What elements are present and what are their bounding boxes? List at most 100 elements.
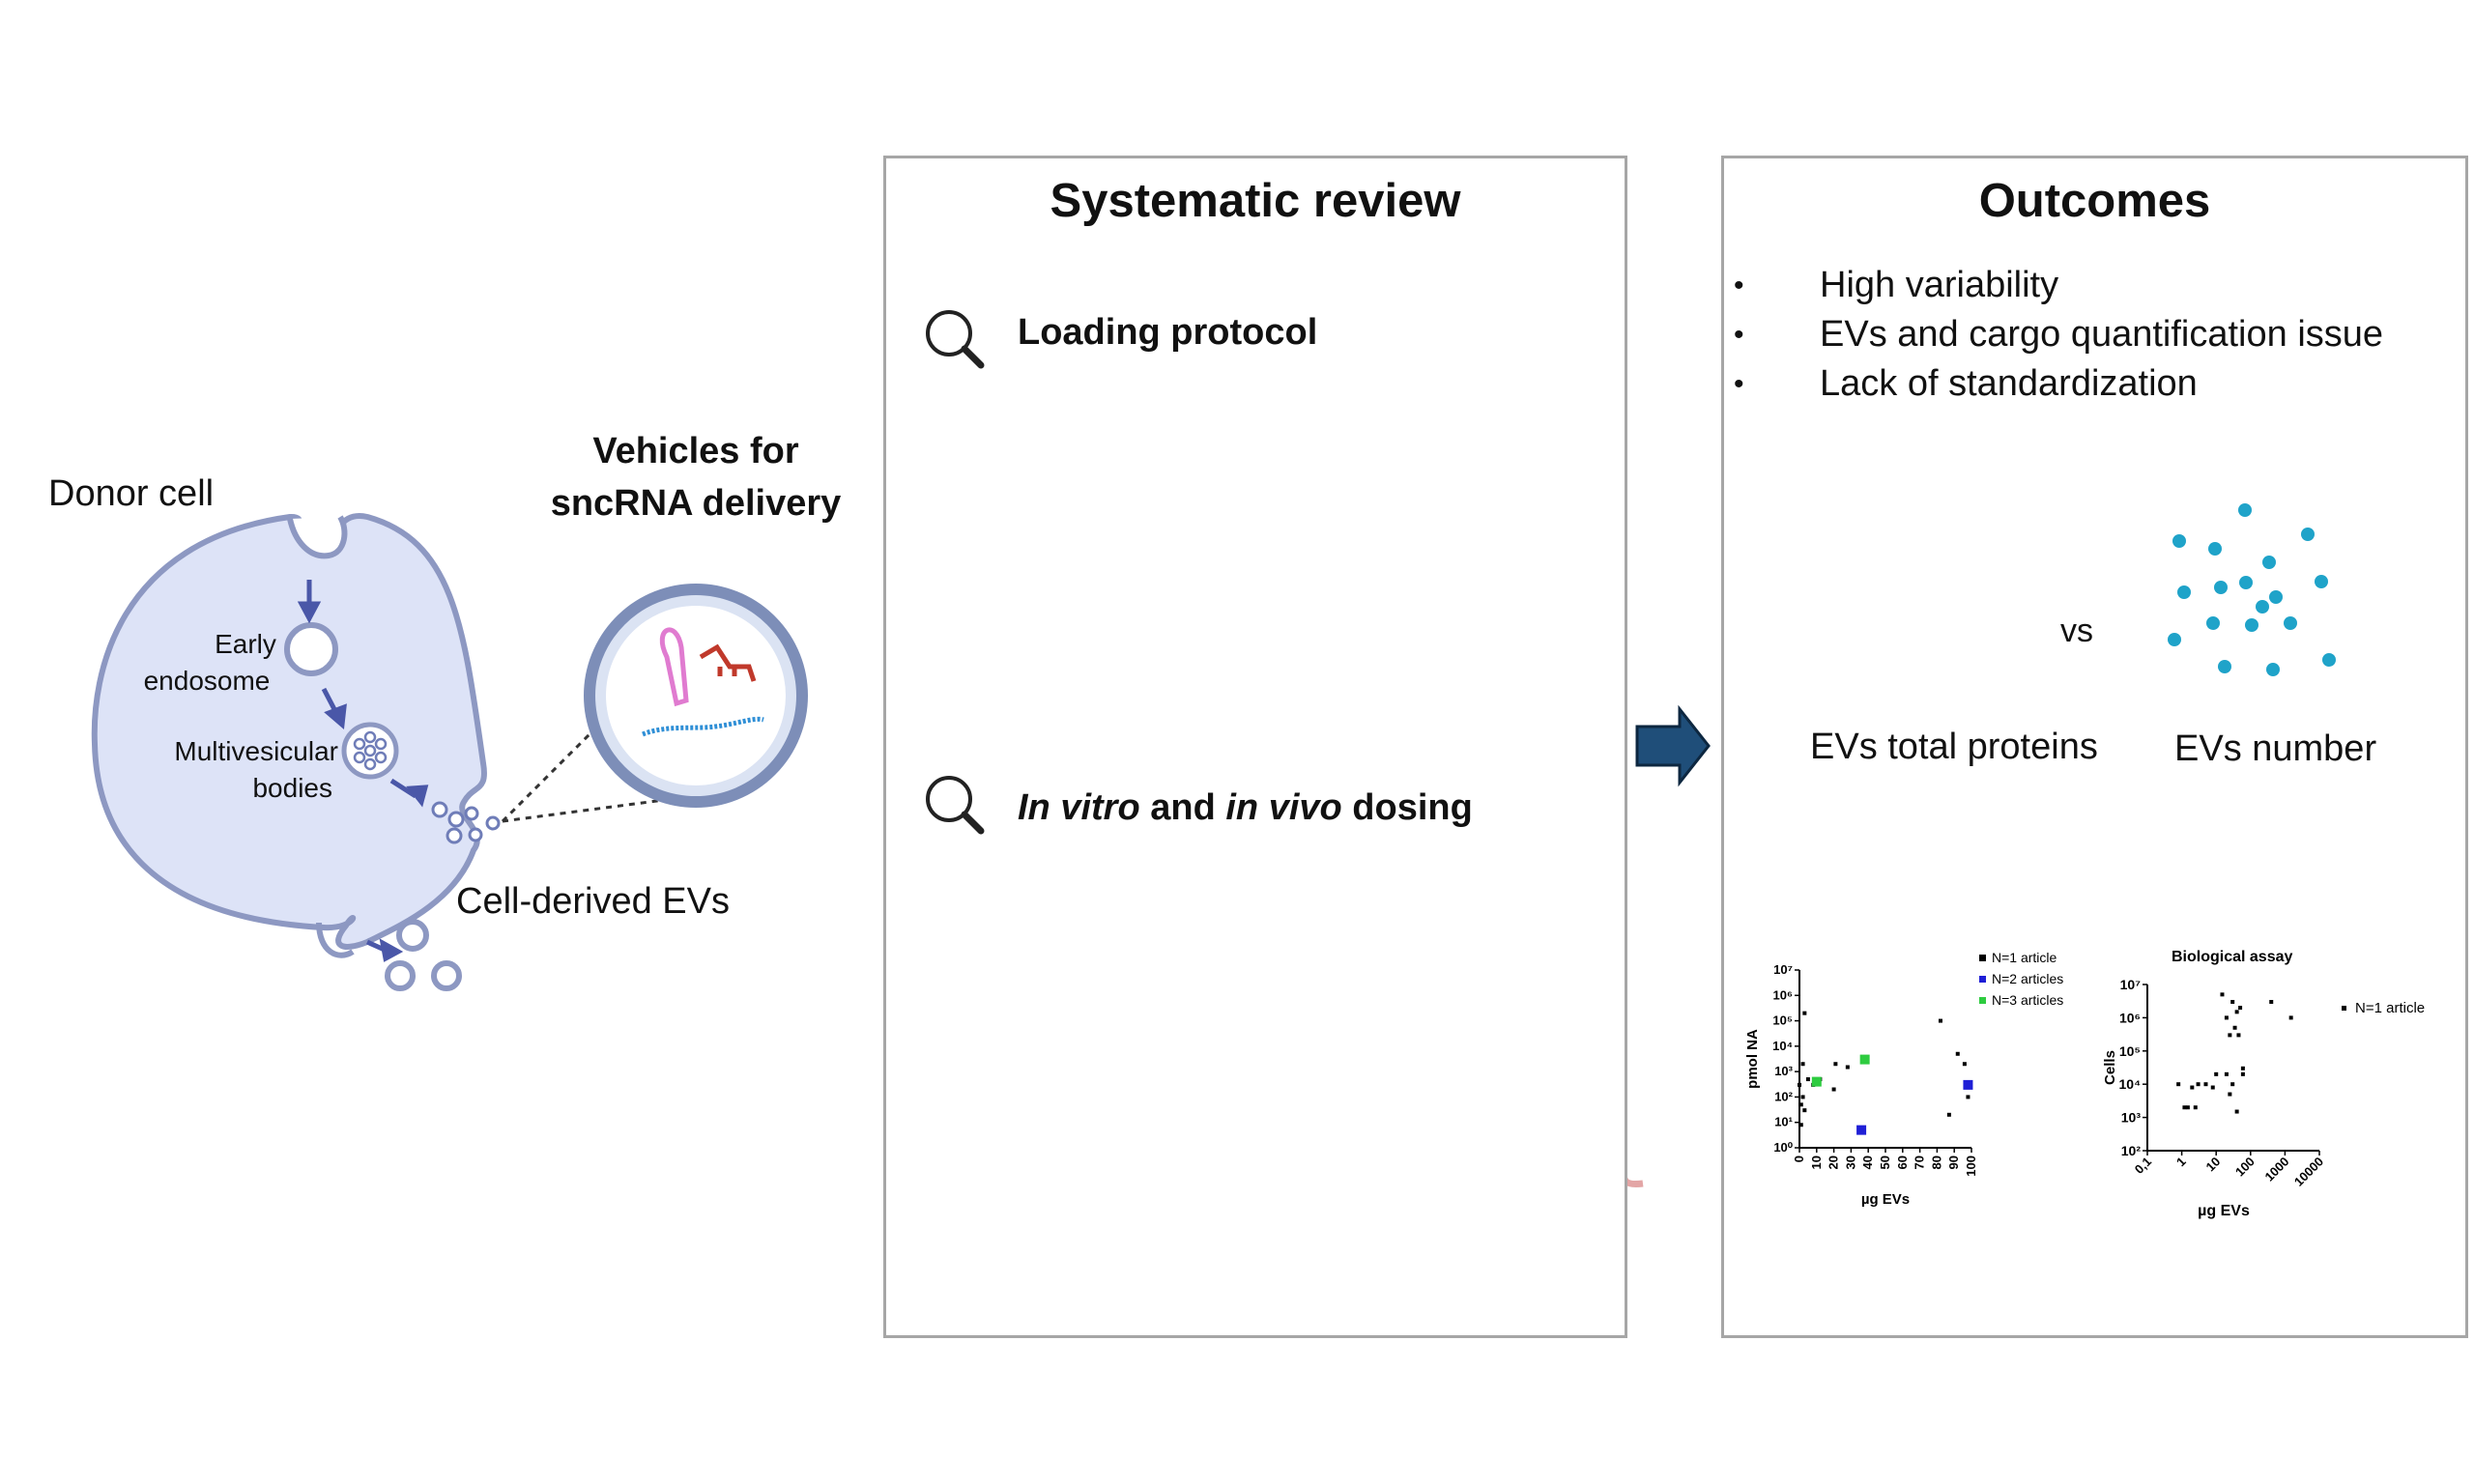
x-tick-label: 10 <box>1809 1156 1824 1169</box>
legend-marker <box>1979 997 1986 1004</box>
legend-label: N=2 articles <box>1992 971 2063 986</box>
early-endosome-label: Early endosome <box>143 629 276 696</box>
data-point <box>2234 1010 2239 1014</box>
y-tick-label: 10⁴ <box>1772 1039 1793 1053</box>
x-tick-label: 60 <box>1895 1156 1910 1169</box>
data-point <box>1800 1095 1805 1099</box>
outcomes-panel <box>1721 156 2468 1338</box>
data-point <box>1856 1125 1867 1135</box>
y-axis-label: pmol NA <box>1744 1029 1761 1089</box>
y-tick-label: 10² <box>1774 1089 1793 1103</box>
x-tick-label: 10 <box>2202 1155 2223 1175</box>
data-point <box>2230 1082 2235 1087</box>
y-tick-label: 10⁵ <box>1772 1013 1793 1028</box>
data-point <box>1963 1079 1973 1090</box>
data-point <box>2220 992 2225 997</box>
evs-total-proteins-label: EVs total proteins <box>1810 727 2098 767</box>
list-item: •Lack of standardization <box>1734 363 2198 404</box>
data-point <box>2190 1085 2195 1090</box>
data-point <box>1859 1054 1870 1065</box>
systematic-review-title: Systematic review <box>1050 175 1461 227</box>
data-point <box>2228 1092 2232 1097</box>
data-point <box>2288 1015 2293 1020</box>
data-point <box>2210 1085 2215 1090</box>
donor-cell-label: Donor cell <box>48 473 215 514</box>
y-tick-label: 10⁴ <box>2119 1076 2142 1092</box>
y-axis-label: Cells <box>2102 1050 2118 1085</box>
x-tick-label: 1000 <box>2261 1155 2291 1184</box>
y-tick-label: 10¹ <box>1774 1115 1793 1129</box>
data-point <box>2176 1082 2181 1087</box>
dosing-label: In vitro and in vivo dosing <box>1018 787 1473 828</box>
data-point <box>2214 1071 2219 1076</box>
data-point <box>1798 1123 1803 1127</box>
data-point <box>2240 1066 2245 1070</box>
y-tick-label: 10² <box>2121 1143 2142 1158</box>
legend-label: N=1 article <box>2355 1000 2425 1016</box>
data-point <box>2193 1105 2198 1110</box>
x-axis-label: µg EVs <box>1861 1191 1910 1208</box>
evs-number-label: EVs number <box>2174 728 2377 769</box>
data-point <box>2269 999 2274 1004</box>
x-tick-label: 80 <box>1929 1156 1943 1169</box>
systematic-review-panel <box>883 156 1627 1338</box>
outcomes-bullets: •High variability •EVs and cargo quantif… <box>1730 261 2383 409</box>
multivesicular-bodies-label: Multivesicular bodies <box>174 736 338 803</box>
data-point <box>1962 1062 1967 1067</box>
x-tick-label: 70 <box>1913 1156 1927 1169</box>
legend-label: N=3 articles <box>1992 992 2063 1008</box>
evs-number-dots <box>2168 503 2336 676</box>
zoomed-ev-illustration <box>501 584 808 823</box>
outcomes-title: Outcomes <box>1978 175 2211 227</box>
data-point <box>2236 1033 2241 1038</box>
legend-marker <box>1979 976 1986 983</box>
x-tick-label: 20 <box>1827 1156 1841 1169</box>
data-point <box>2230 999 2235 1004</box>
x-tick-label: 0 <box>1792 1156 1806 1162</box>
donor-cell-illustration <box>91 513 501 991</box>
data-point <box>2240 1071 2245 1076</box>
data-point <box>2196 1082 2201 1087</box>
data-point <box>1833 1062 1838 1067</box>
y-tick-label: 10⁵ <box>2119 1043 2141 1059</box>
x-tick-label: 100 <box>2232 1155 2258 1180</box>
data-point <box>2182 1105 2187 1110</box>
y-tick-label: 10³ <box>2121 1110 2142 1126</box>
list-item: •High variability <box>1734 265 2059 305</box>
x-tick-label: 90 <box>1946 1156 1961 1169</box>
y-tick-label: 10⁶ <box>1773 987 1793 1002</box>
legend-label: N=1 article <box>1992 950 2057 965</box>
x-tick-label: 40 <box>1860 1156 1875 1169</box>
data-point <box>1800 1062 1805 1067</box>
data-point <box>2238 1006 2243 1011</box>
data-point <box>2185 1105 2190 1110</box>
data-point <box>1946 1112 1951 1117</box>
data-point <box>1831 1087 1836 1092</box>
loading-protocol-label: Loading protocol <box>1018 312 1318 353</box>
data-point <box>1805 1077 1810 1082</box>
data-point <box>2228 1033 2232 1038</box>
x-tick-label: 50 <box>1878 1156 1892 1169</box>
data-point <box>2234 1109 2239 1114</box>
y-tick-label: 10⁶ <box>2119 1010 2141 1025</box>
y-tick-label: 10⁷ <box>2120 977 2142 992</box>
data-point <box>1955 1051 1960 1056</box>
data-point <box>1811 1076 1822 1087</box>
x-tick-label: 100 <box>1964 1156 1978 1177</box>
chart-title: Biological assay <box>2172 949 2292 965</box>
vs-label: vs <box>2060 613 2093 649</box>
right-arrow-icon <box>1635 704 1711 787</box>
legend-marker <box>2342 1006 2346 1011</box>
list-item: •EVs and cargo quantification issue <box>1734 314 2384 355</box>
y-tick-label: 10⁰ <box>1773 1140 1793 1155</box>
data-point <box>1966 1095 1971 1099</box>
search-icon <box>923 773 991 845</box>
x-axis-label: µg EVs <box>2198 1203 2250 1219</box>
x-tick-label: 1 <box>2173 1155 2189 1170</box>
data-point <box>2203 1082 2208 1087</box>
y-tick-label: 10³ <box>1774 1064 1793 1078</box>
data-point <box>1938 1018 1942 1023</box>
y-tick-label: 10⁷ <box>1773 962 1793 977</box>
